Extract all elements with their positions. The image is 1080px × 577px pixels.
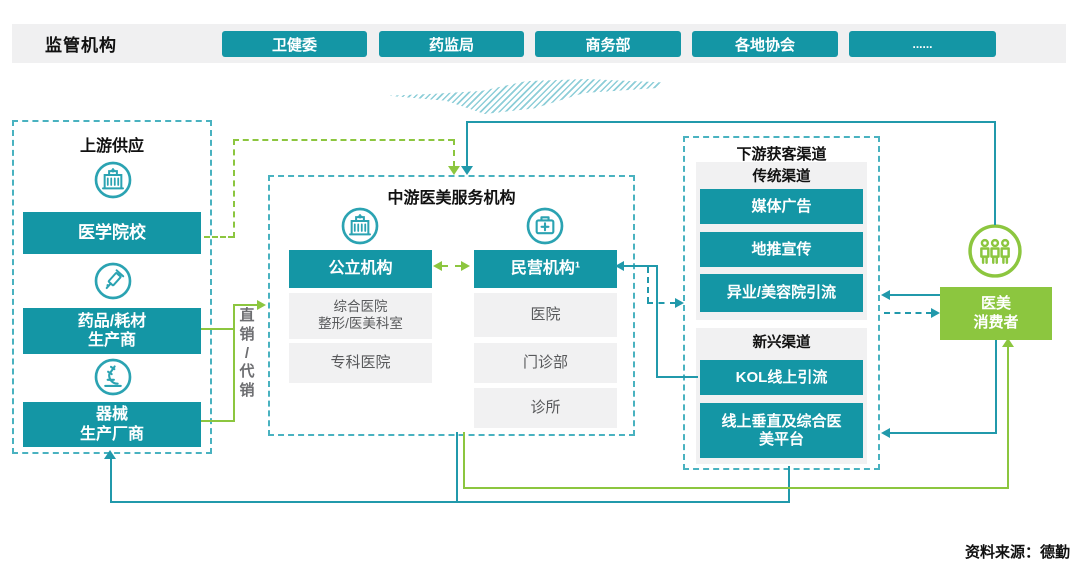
upstream-title: 上游供应 bbox=[79, 138, 144, 155]
talent-flow-line bbox=[204, 236, 234, 238]
supply-sales-line bbox=[201, 420, 235, 422]
consumer-to-platform-line bbox=[995, 340, 997, 434]
public-private-left-arrowhead bbox=[433, 260, 442, 271]
midstream-to-consumer-arrowhead bbox=[1002, 338, 1014, 347]
emerging-channels-header: 新兴渠道 bbox=[752, 335, 811, 351]
midstream-to-consumer-line bbox=[463, 487, 1009, 489]
upstream-item-device-makers: 器械 生产厂商 bbox=[23, 402, 201, 447]
talent-flow-line bbox=[453, 139, 455, 167]
first-aid-kit-icon bbox=[525, 206, 565, 246]
upstream-panel: 上游供应 医学院校 药品/耗材 生产商 bbox=[12, 120, 212, 454]
private-to-channel-arrowhead bbox=[675, 297, 684, 308]
traditional-channels-header: 传统渠道 bbox=[752, 169, 811, 185]
consumer-to-midstream-line bbox=[466, 121, 468, 167]
public-institutions-header: 公立机构 bbox=[289, 250, 432, 288]
consumer-to-midstream-line bbox=[994, 122, 996, 225]
hatched-arrow-decoration bbox=[388, 79, 664, 114]
midstream-panel: 中游医美服务机构 公立机构 民营机构¹ 综合医院 整形/医美科室 专科医院 医院… bbox=[268, 175, 635, 436]
kol-to-private-line bbox=[656, 376, 698, 378]
midstream-to-consumer-line bbox=[1007, 346, 1009, 489]
supply-sales-line bbox=[233, 304, 235, 422]
private-item-outpatient: 门诊部 bbox=[474, 343, 617, 383]
consumer-to-midstream-line bbox=[466, 121, 996, 123]
return-to-upstream-line bbox=[456, 432, 458, 503]
kol-to-private-line bbox=[624, 265, 658, 267]
private-institutions-header: 民营机构¹ bbox=[474, 250, 617, 288]
public-item-specialty-hospital: 专科医院 bbox=[289, 343, 432, 383]
channel-ground-promotion: 地推宣传 bbox=[700, 232, 863, 267]
consumer-box: 医美 消费者 bbox=[940, 287, 1052, 340]
return-to-upstream-line bbox=[110, 501, 790, 503]
traditional-channels-group: 传统渠道 媒体广告 地推宣传 异业/美容院引流 bbox=[696, 162, 867, 320]
kol-to-private-arrowhead bbox=[615, 260, 624, 271]
channel-online-platforms: 线上垂直及综合医 美平台 bbox=[700, 403, 863, 458]
upstream-item-drug-consumable-makers: 药品/耗材 生产商 bbox=[23, 308, 201, 354]
channel-to-consumer-dashed-line bbox=[884, 312, 932, 314]
private-item-hospital: 医院 bbox=[474, 293, 617, 337]
emerging-channels-group: 新兴渠道 KOL线上引流 线上垂直及综合医 美平台 bbox=[696, 328, 867, 464]
downstream-panel: 下游获客渠道 传统渠道 媒体广告 地推宣传 异业/美容院引流 新兴渠道 KOL线… bbox=[683, 136, 880, 470]
private-item-clinic: 诊所 bbox=[474, 388, 617, 428]
channel-kol-online: KOL线上引流 bbox=[700, 360, 863, 395]
talent-flow-arrowhead bbox=[448, 166, 460, 175]
talent-flow-line bbox=[233, 139, 454, 141]
regulator-pill-shangwubu: 商务部 bbox=[535, 31, 681, 57]
channel-to-consumer-arrowhead bbox=[931, 307, 940, 318]
regulator-bar: 监管机构 卫健委 药监局 商务部 各地协会 ...... bbox=[12, 24, 1066, 63]
regulator-pill-weijianwei: 卫健委 bbox=[222, 31, 367, 57]
return-to-upstream-arrowhead bbox=[104, 450, 116, 459]
channel-beauty-salon-referral: 异业/美容院引流 bbox=[700, 274, 863, 312]
supply-sales-arrowhead bbox=[257, 299, 266, 310]
consumer-to-channel-line bbox=[890, 294, 940, 296]
public-private-link-line bbox=[442, 265, 461, 267]
upstream-item-medical-schools: 医学院校 bbox=[23, 212, 201, 254]
consumer-to-platform-line bbox=[890, 432, 997, 434]
regulator-pill-yaojianju: 药监局 bbox=[379, 31, 524, 57]
syringe-icon bbox=[93, 261, 133, 301]
microscope-icon bbox=[93, 357, 133, 397]
supply-sales-line bbox=[233, 304, 257, 306]
regulator-bar-label: 监管机构 bbox=[45, 36, 117, 55]
source-note: 资料来源：德勤 bbox=[964, 544, 1070, 561]
talent-flow-line bbox=[233, 139, 235, 238]
sales-channel-label: 直 销 / 代 销 bbox=[239, 307, 255, 399]
regulator-pill-more: ...... bbox=[849, 31, 996, 57]
regulator-pill-xiehui: 各地协会 bbox=[692, 31, 838, 57]
kol-to-private-line bbox=[656, 265, 658, 378]
people-group-icon bbox=[966, 222, 1024, 280]
consumer-to-channel-arrowhead bbox=[881, 289, 890, 300]
public-item-general-hospital-dept: 综合医院 整形/医美科室 bbox=[289, 293, 432, 339]
private-to-channel-dashed-line bbox=[647, 302, 676, 304]
midstream-title: 中游医美服务机构 bbox=[387, 190, 516, 207]
consumer-to-midstream-arrowhead bbox=[461, 166, 473, 175]
private-to-channel-dashed-line bbox=[647, 267, 649, 303]
channel-media-ads: 媒体广告 bbox=[700, 189, 863, 224]
downstream-title: 下游获客渠道 bbox=[736, 146, 827, 163]
return-to-upstream-line bbox=[788, 466, 790, 503]
hospital-building-icon bbox=[93, 160, 133, 200]
midstream-to-consumer-line bbox=[463, 432, 465, 489]
consumer-to-platform-arrowhead bbox=[881, 427, 890, 438]
hospital-building-icon bbox=[340, 206, 380, 246]
supply-sales-line bbox=[201, 328, 235, 330]
return-to-upstream-line bbox=[110, 459, 112, 503]
public-private-right-arrowhead bbox=[461, 260, 470, 271]
